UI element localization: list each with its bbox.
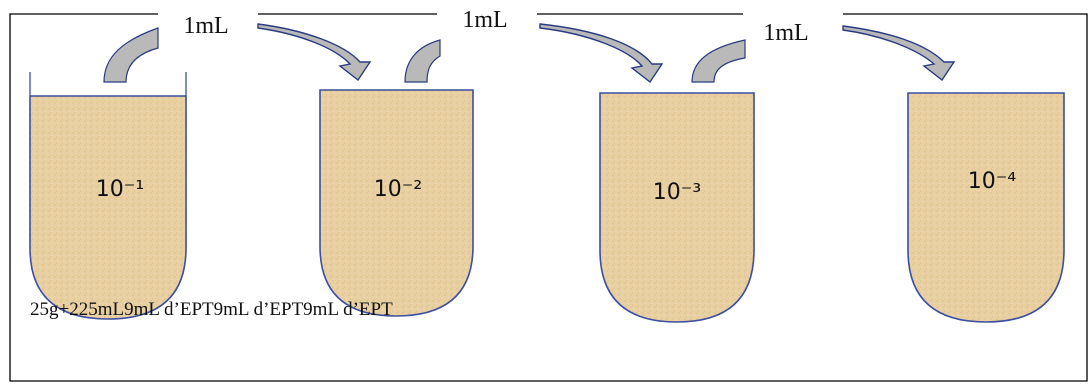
transfer-arrow-3 xyxy=(842,25,956,82)
transfer-3-label: 1mL xyxy=(763,20,808,46)
tube-2: 10⁻² xyxy=(319,89,474,317)
caption: 25g+225mL9mL d’EPT9mL d’EPT9mL d’EPT xyxy=(30,299,393,320)
transfer-arrow-1 xyxy=(257,23,372,82)
tube-1: 10⁻¹ xyxy=(29,72,187,320)
pickup-arrow-2 xyxy=(404,39,441,83)
tube-4-dilution-label: 10⁻⁴ xyxy=(968,169,1017,194)
transfer-arrow-2 xyxy=(539,23,664,84)
frame xyxy=(9,13,1088,382)
pickup-arrow-1 xyxy=(103,27,159,83)
tube-4: 10⁻⁴ xyxy=(907,92,1065,323)
tube-3: 10⁻³ xyxy=(599,92,755,323)
tube-1-dilution-label: 10⁻¹ xyxy=(96,177,144,202)
transfer-2-label: 1mL xyxy=(462,7,507,33)
transfer-1-label: 1mL xyxy=(183,13,228,39)
pickup-arrow-3 xyxy=(691,39,746,83)
tube-3-dilution-label: 10⁻³ xyxy=(653,180,701,205)
tube-2-dilution-label: 10⁻² xyxy=(374,177,422,202)
